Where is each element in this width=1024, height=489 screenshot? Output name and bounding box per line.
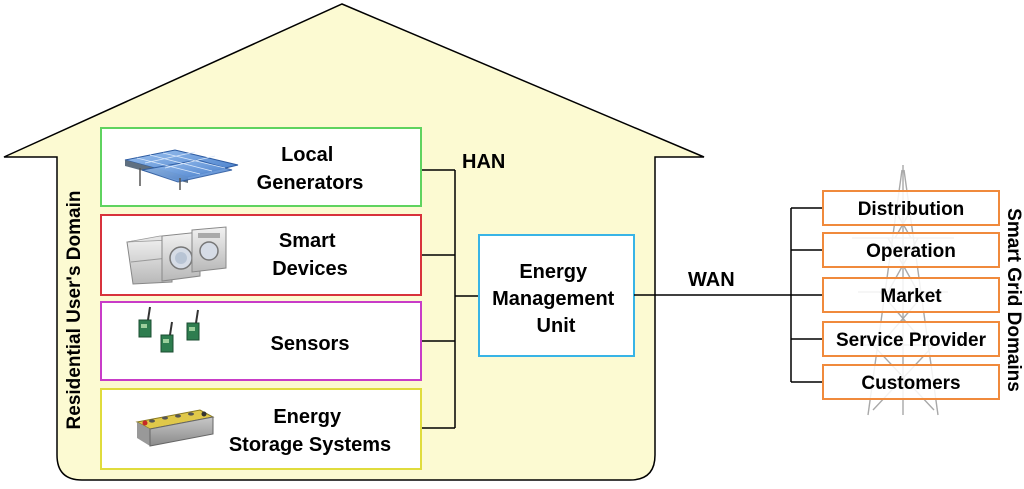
device-label-local-generators: Local Generators [257,144,364,194]
svg-text:Distribution: Distribution [858,199,965,220]
svg-text:Operation: Operation [866,241,956,262]
smart-grid-domain-label: Smart Grid Domains [1003,208,1024,392]
wan-label: WAN [688,269,735,291]
svg-text:Market: Market [880,286,942,307]
svg-text:Service Provider: Service Provider [836,330,987,351]
han-label: HAN [462,151,505,173]
grid-box-market: Market [822,277,1000,313]
energy-management-unit-label: Energy Management Unit [492,261,620,337]
grid-box-service-provider: Service Provider [822,321,1000,357]
device-label-smart-devices: Smart Devices [272,230,348,280]
solar-panels-icon [124,149,239,190]
grid-box-distribution: Distribution [822,190,1000,226]
han-connectors [421,169,479,429]
wireless-sensors-icon [138,306,200,353]
device-label-sensors: Sensors [271,333,350,355]
svg-text:Customers: Customers [861,373,960,394]
grid-box-operation: Operation [822,232,1000,268]
residential-domain-label: Residential User's Domain [64,191,85,430]
device-label-energy-storage: Energy Storage Systems [229,406,391,456]
home-appliances-icon [126,226,227,285]
device-box-sensors [100,301,422,381]
grid-box-customers: Customers [822,364,1000,400]
device-box-energy-storage [100,388,422,470]
grid-connectors [790,207,823,383]
battery-icon [135,409,215,447]
energy-management-unit-box [478,234,635,357]
